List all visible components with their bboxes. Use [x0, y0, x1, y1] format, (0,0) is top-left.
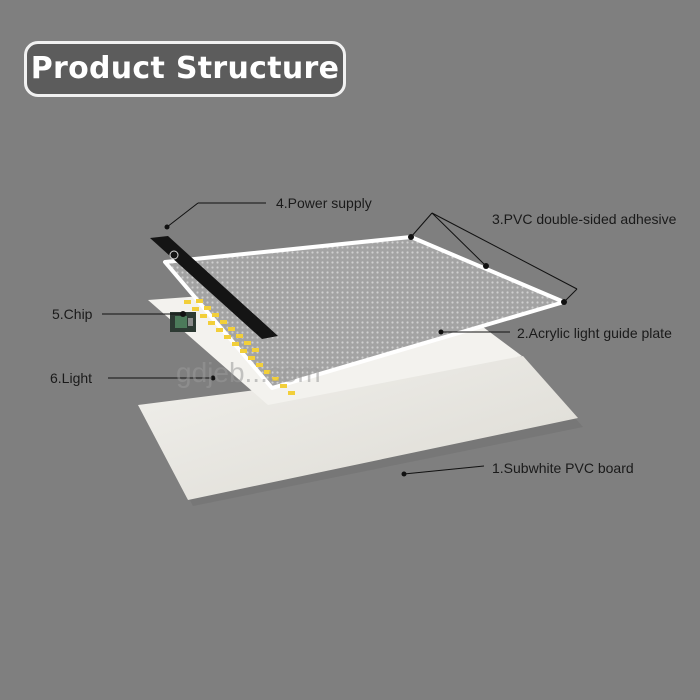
led	[232, 342, 239, 346]
led	[252, 348, 259, 352]
led	[220, 320, 227, 324]
label-acrylic-plate: 2.Acrylic light guide plate	[517, 325, 672, 341]
led	[200, 314, 207, 318]
led	[288, 391, 295, 395]
label-chip: 5.Chip	[52, 306, 93, 322]
led	[280, 384, 287, 388]
subwhite-pvc-board	[138, 356, 578, 500]
led	[184, 300, 191, 304]
page-title: Product Structure	[24, 41, 346, 97]
led	[264, 370, 271, 374]
power-supply-strip	[150, 236, 278, 339]
led	[216, 328, 223, 332]
led	[236, 334, 243, 338]
label-power-supply: 4.Power supply	[276, 195, 372, 211]
watermark: gdjeb...com	[176, 357, 321, 388]
led	[208, 321, 215, 325]
acrylic-light-guide-plate	[165, 237, 564, 388]
led	[204, 306, 211, 310]
leader-subwhite	[403, 465, 485, 475]
power-button-icon	[169, 250, 179, 260]
label-pvc-adhesive: 3.PVC double-sided adhesive	[492, 211, 677, 227]
led	[196, 299, 203, 303]
leader-power-supply	[166, 202, 199, 228]
led	[248, 356, 255, 360]
led	[240, 349, 247, 353]
led	[224, 335, 231, 339]
label-subwhite-board: 1.Subwhite PVC board	[492, 460, 634, 476]
led	[256, 363, 263, 367]
label-light: 6.Light	[50, 370, 92, 386]
led	[192, 307, 199, 311]
led	[228, 327, 235, 331]
leader-lines	[102, 202, 578, 475]
led	[272, 377, 279, 381]
chip	[170, 312, 196, 332]
anchor-dots	[164, 224, 567, 477]
led	[212, 313, 219, 317]
led-strip	[184, 299, 295, 395]
leader-adhesive	[410, 212, 433, 238]
led	[244, 341, 251, 345]
